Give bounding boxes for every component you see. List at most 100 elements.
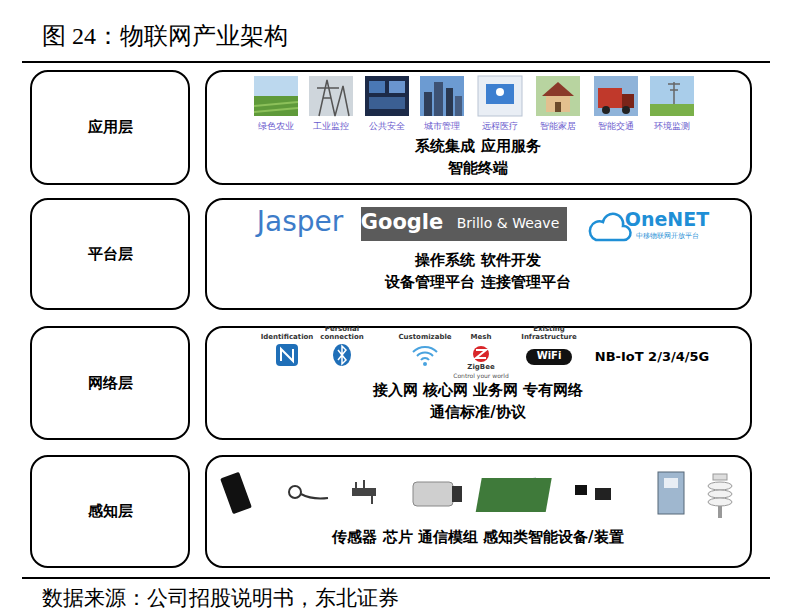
monitor [369,81,385,93]
wifi-logo [526,349,572,365]
source-caption: 数据来源：公司招股说明书，东北证券 [42,584,399,612]
layer-text: 设备管理平台 连接管理平台 [385,273,570,291]
weather-sensor [708,498,732,506]
tower [317,80,349,116]
monitor [369,97,405,109]
layer-text: 环境监测 [654,121,690,132]
layer-text: 公共安全 [369,121,405,132]
board-chip [595,488,611,500]
panel [478,76,522,116]
wifi-signal [413,347,437,360]
layer-text: 城市管理 [424,121,460,132]
rule-line [22,61,770,63]
circuit-board [476,478,552,512]
security-photo [365,76,409,116]
sky [650,76,694,116]
truck [598,88,622,108]
sky [420,76,464,116]
screen [486,84,514,104]
weather-sensor [713,474,727,480]
layer-panel: JasperGoogleBrillo & WeaveOneNET中移物联网开放平… [205,198,752,310]
industry-photo [309,76,353,116]
layer-label-box: 网络层 [30,326,190,440]
layer-text: 智能家居 [540,121,576,132]
zigbee-mark [476,350,486,358]
agriculture-photo [254,76,298,116]
layer-label-box: 平台层 [30,198,190,310]
garden [536,76,580,116]
roof [542,82,574,96]
layer-label-box: 感知层 [30,455,190,568]
meter-box [658,472,684,514]
layer-name: 应用层 [88,118,133,137]
layer-text: 远程医疗 [482,121,518,132]
weather-sensor [708,482,732,490]
layer-text: 智能终端 [448,159,508,177]
sky [254,76,298,116]
weather-sensor [718,506,722,518]
chip-pins [356,480,372,504]
wheel [602,106,610,114]
layer-text: ZigBee [467,363,494,371]
layer-text: 智能交通 [598,121,634,132]
layer-text: Jasper [257,205,344,239]
google-logo-box [361,207,567,241]
layer-text: 系统集成 应用服务 [415,137,540,155]
field-rows [254,102,298,112]
onenet-cloud [590,214,631,240]
bluetooth-icon [333,344,351,366]
layer-text: 操作系统 软件开发 [415,251,540,269]
environment-photo [650,76,694,116]
camera [413,482,453,506]
house [546,96,570,112]
door [555,102,561,112]
rule-line [22,577,770,579]
figure [496,88,504,96]
figure-title: 图 24：物联网产业架构 [42,20,288,52]
wifi-dot [423,362,427,366]
layer-text: 通信标准/协议 [430,403,525,421]
layer-name: 平台层 [88,245,133,264]
cable [301,494,328,499]
layer-text: Brillo & Weave [457,215,560,232]
layer-text: Mesh [471,333,492,341]
bluetooth-mark [338,346,346,364]
wheel [622,106,630,114]
layer-text: 工业监控 [313,121,349,132]
building [446,88,453,116]
layer-panel: Identification Personal connection Customi… [205,326,752,440]
layer-text: 中移物联网开放平台 [636,232,699,240]
room [365,76,409,116]
layer-text: Personal connection [320,326,364,341]
layer-name: 网络层 [88,374,133,393]
station-pole [668,82,680,104]
home-photo [536,76,580,116]
ground [650,104,694,116]
layer-text: NB-IoT 2/3/4/5G [595,349,709,365]
chip [352,488,376,496]
layer-text: 绿色农业 [258,121,294,132]
field [254,96,298,116]
layer-text: Control your world [453,372,509,379]
monitor [389,81,405,93]
layer-name: 感知层 [88,502,133,521]
traffic-photo [594,76,638,116]
board-chip [575,485,587,495]
layer-text: OneNET [625,208,709,231]
meter-display [664,478,678,488]
building [434,82,443,116]
layer-label-box: 应用层 [30,70,190,185]
layer-text: 接入网 核心网 业务网 专有网络 [373,381,584,399]
layer-text: Identification [261,333,314,341]
cable-sensor [289,486,301,498]
nfc-mark [281,349,293,361]
layer-panel: 传感器 芯片 通信模组 感知类智能设备/装置 [205,455,752,568]
medical-photo [478,76,522,116]
layer-text: Customizable [398,333,451,341]
sky [594,76,638,116]
layer-text: 传感器 芯片 通信模组 感知类智能设备/装置 [332,528,623,546]
camera-lens [452,486,462,502]
building [424,92,432,116]
